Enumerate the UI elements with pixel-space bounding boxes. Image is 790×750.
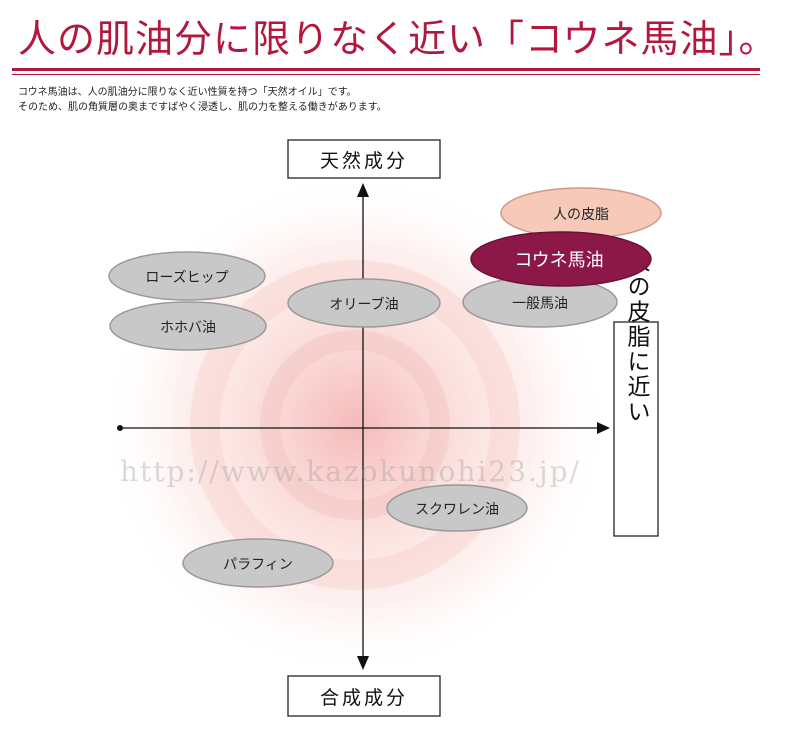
- top-axis-box: [287, 139, 441, 179]
- pill-koune-horse-oil: [470, 231, 652, 287]
- watermark: http://www.kazokunohi23.jp/: [120, 455, 581, 488]
- bottom-axis-label: 合成成分: [320, 687, 408, 709]
- label-human-sebum: 人の皮脂: [553, 207, 609, 223]
- pill-rosehip: [108, 251, 266, 301]
- bottom-axis-box: [287, 675, 441, 717]
- pill-jojoba: [109, 301, 267, 351]
- label-squalane: スクワレン油: [415, 502, 499, 518]
- description-line-1: コウネ馬油は、人の肌油分に限りなく近い性質を持つ「天然オイル」です。: [18, 87, 357, 98]
- horizontal-axis-origin-dot: [117, 425, 123, 431]
- pill-olive: [287, 278, 441, 328]
- label-koune-horse-oil: コウネ馬油: [514, 250, 603, 271]
- glow-ring: [190, 260, 520, 590]
- pill-squalane: [386, 484, 528, 532]
- label-general-horse-oil: 一般馬油: [512, 296, 568, 312]
- label-paraffin: パラフィン: [223, 557, 293, 573]
- glow-ring-inner: [260, 330, 450, 520]
- label-olive: オリーブ油: [329, 296, 398, 313]
- down-arrow: [357, 656, 369, 670]
- up-arrow: [357, 183, 369, 197]
- right-axis-box: [613, 321, 659, 537]
- description-line-2: そのため、肌の角質層の奥まですばやく浸透し、肌の力を整える働きがあります。: [18, 102, 387, 113]
- pill-paraffin: [182, 538, 334, 588]
- label-rosehip: ローズヒップ: [145, 270, 228, 286]
- right-axis-label: 人の皮脂に近い: [623, 250, 651, 425]
- title-rule-thin: [12, 74, 760, 75]
- right-arrow: [597, 422, 610, 434]
- page-title: 人の肌油分に限りなく近い「コウネ馬油」。: [18, 17, 778, 61]
- title-rule: [12, 68, 760, 71]
- label-jojoba: ホホバ油: [160, 320, 216, 336]
- top-axis-label: 天然成分: [320, 150, 408, 172]
